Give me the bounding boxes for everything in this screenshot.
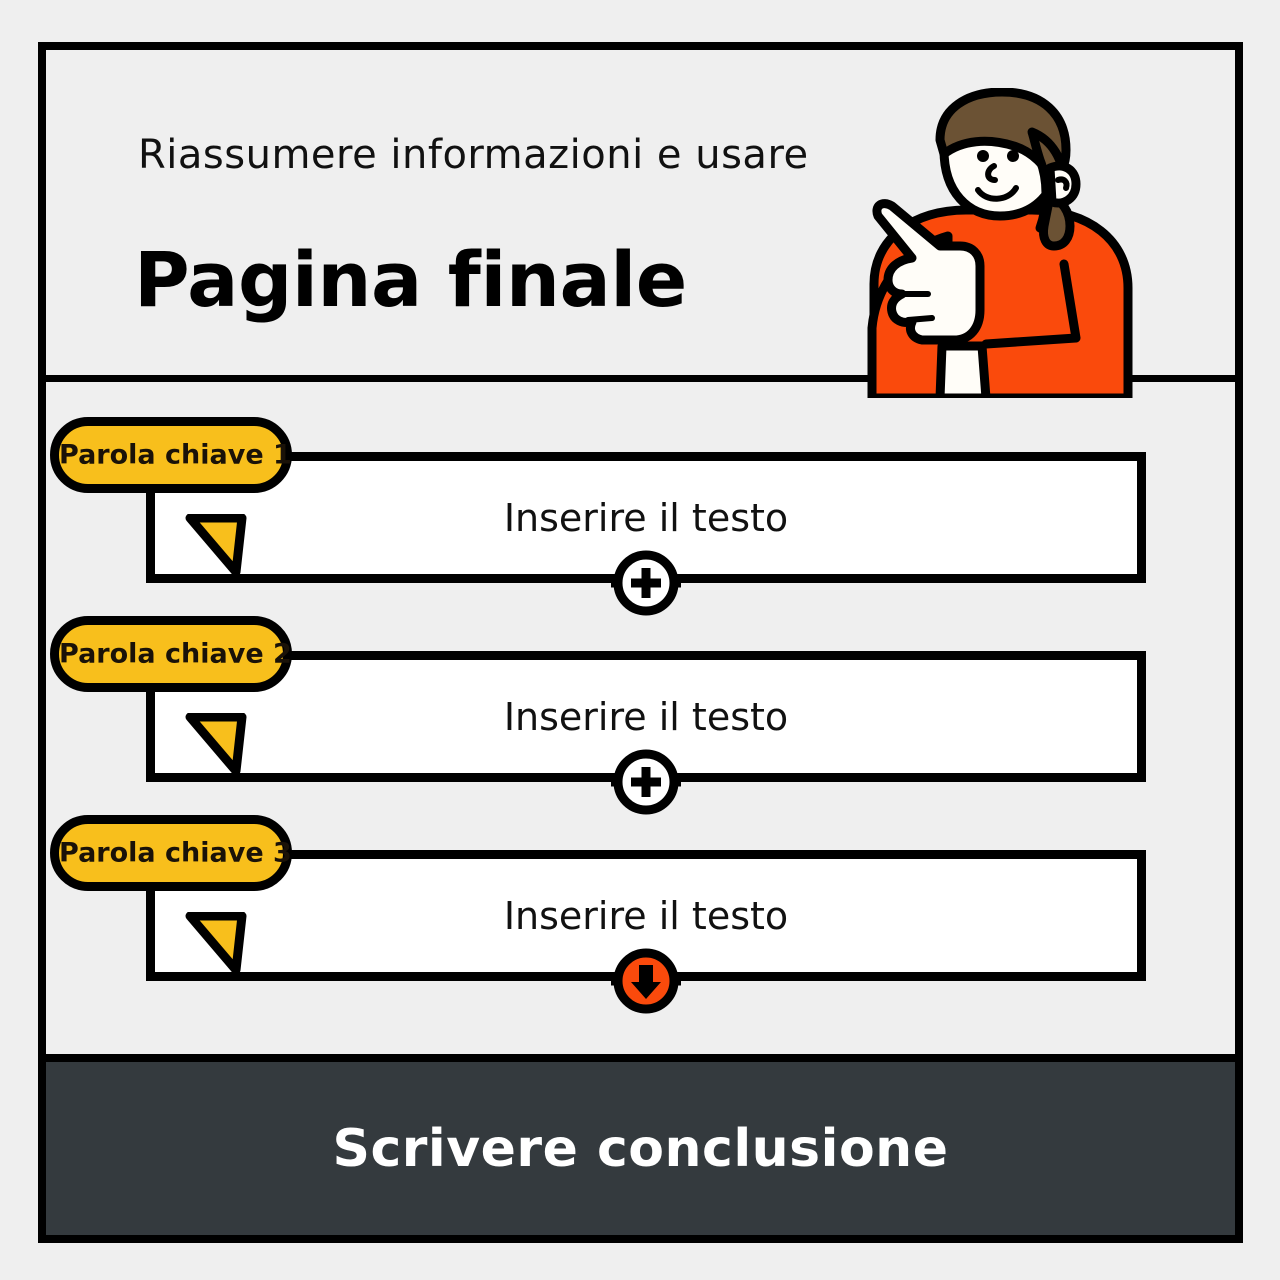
speech-bubble-tail (184, 514, 248, 576)
field-placeholder-text: Inserire il testo (503, 893, 789, 938)
footer-divider (46, 1054, 1235, 1062)
keyword-row: Inserire il testo Parola chiave 1 (50, 417, 1146, 616)
keyword-tag-label: Parola chiave 2 (59, 638, 292, 670)
page-title: Pagina finale (134, 235, 687, 324)
header-divider (46, 375, 1235, 382)
keyword-tag-bubble[interactable]: Parola chiave 1 (50, 417, 292, 493)
field-placeholder-text: Inserire il testo (503, 495, 789, 540)
field-placeholder-text: Inserire il testo (503, 694, 789, 739)
conclusion-bar[interactable]: Scrivere conclusione (46, 1062, 1235, 1235)
keyword-row: Inserire il testo Parola chiave 3 (50, 815, 1146, 1014)
plus-circle-icon[interactable] (611, 747, 681, 817)
plus-circle-icon[interactable] (611, 548, 681, 618)
keyword-tag-bubble[interactable]: Parola chiave 3 (50, 815, 292, 891)
keyword-row: Inserire il testo Parola chiave 2 (50, 616, 1146, 815)
person-pointing-up-illustration (836, 88, 1156, 398)
keyword-tag-bubble[interactable]: Parola chiave 2 (50, 616, 292, 692)
header-eyebrow-text: Riassumere informazioni e usare (138, 132, 809, 178)
rows-section: Inserire il testo Parola chiave 1 (46, 382, 1235, 1054)
slide-frame: Riassumere informazioni e usare Pagina f… (38, 42, 1243, 1243)
speech-bubble-tail (184, 912, 248, 974)
arrow-down-circle-icon[interactable] (611, 946, 681, 1016)
speech-bubble-tail (184, 713, 248, 775)
keyword-tag-label: Parola chiave 3 (59, 837, 292, 869)
conclusion-bar-label: Scrivere conclusione (332, 1118, 949, 1179)
keyword-tag-label: Parola chiave 1 (59, 439, 292, 471)
